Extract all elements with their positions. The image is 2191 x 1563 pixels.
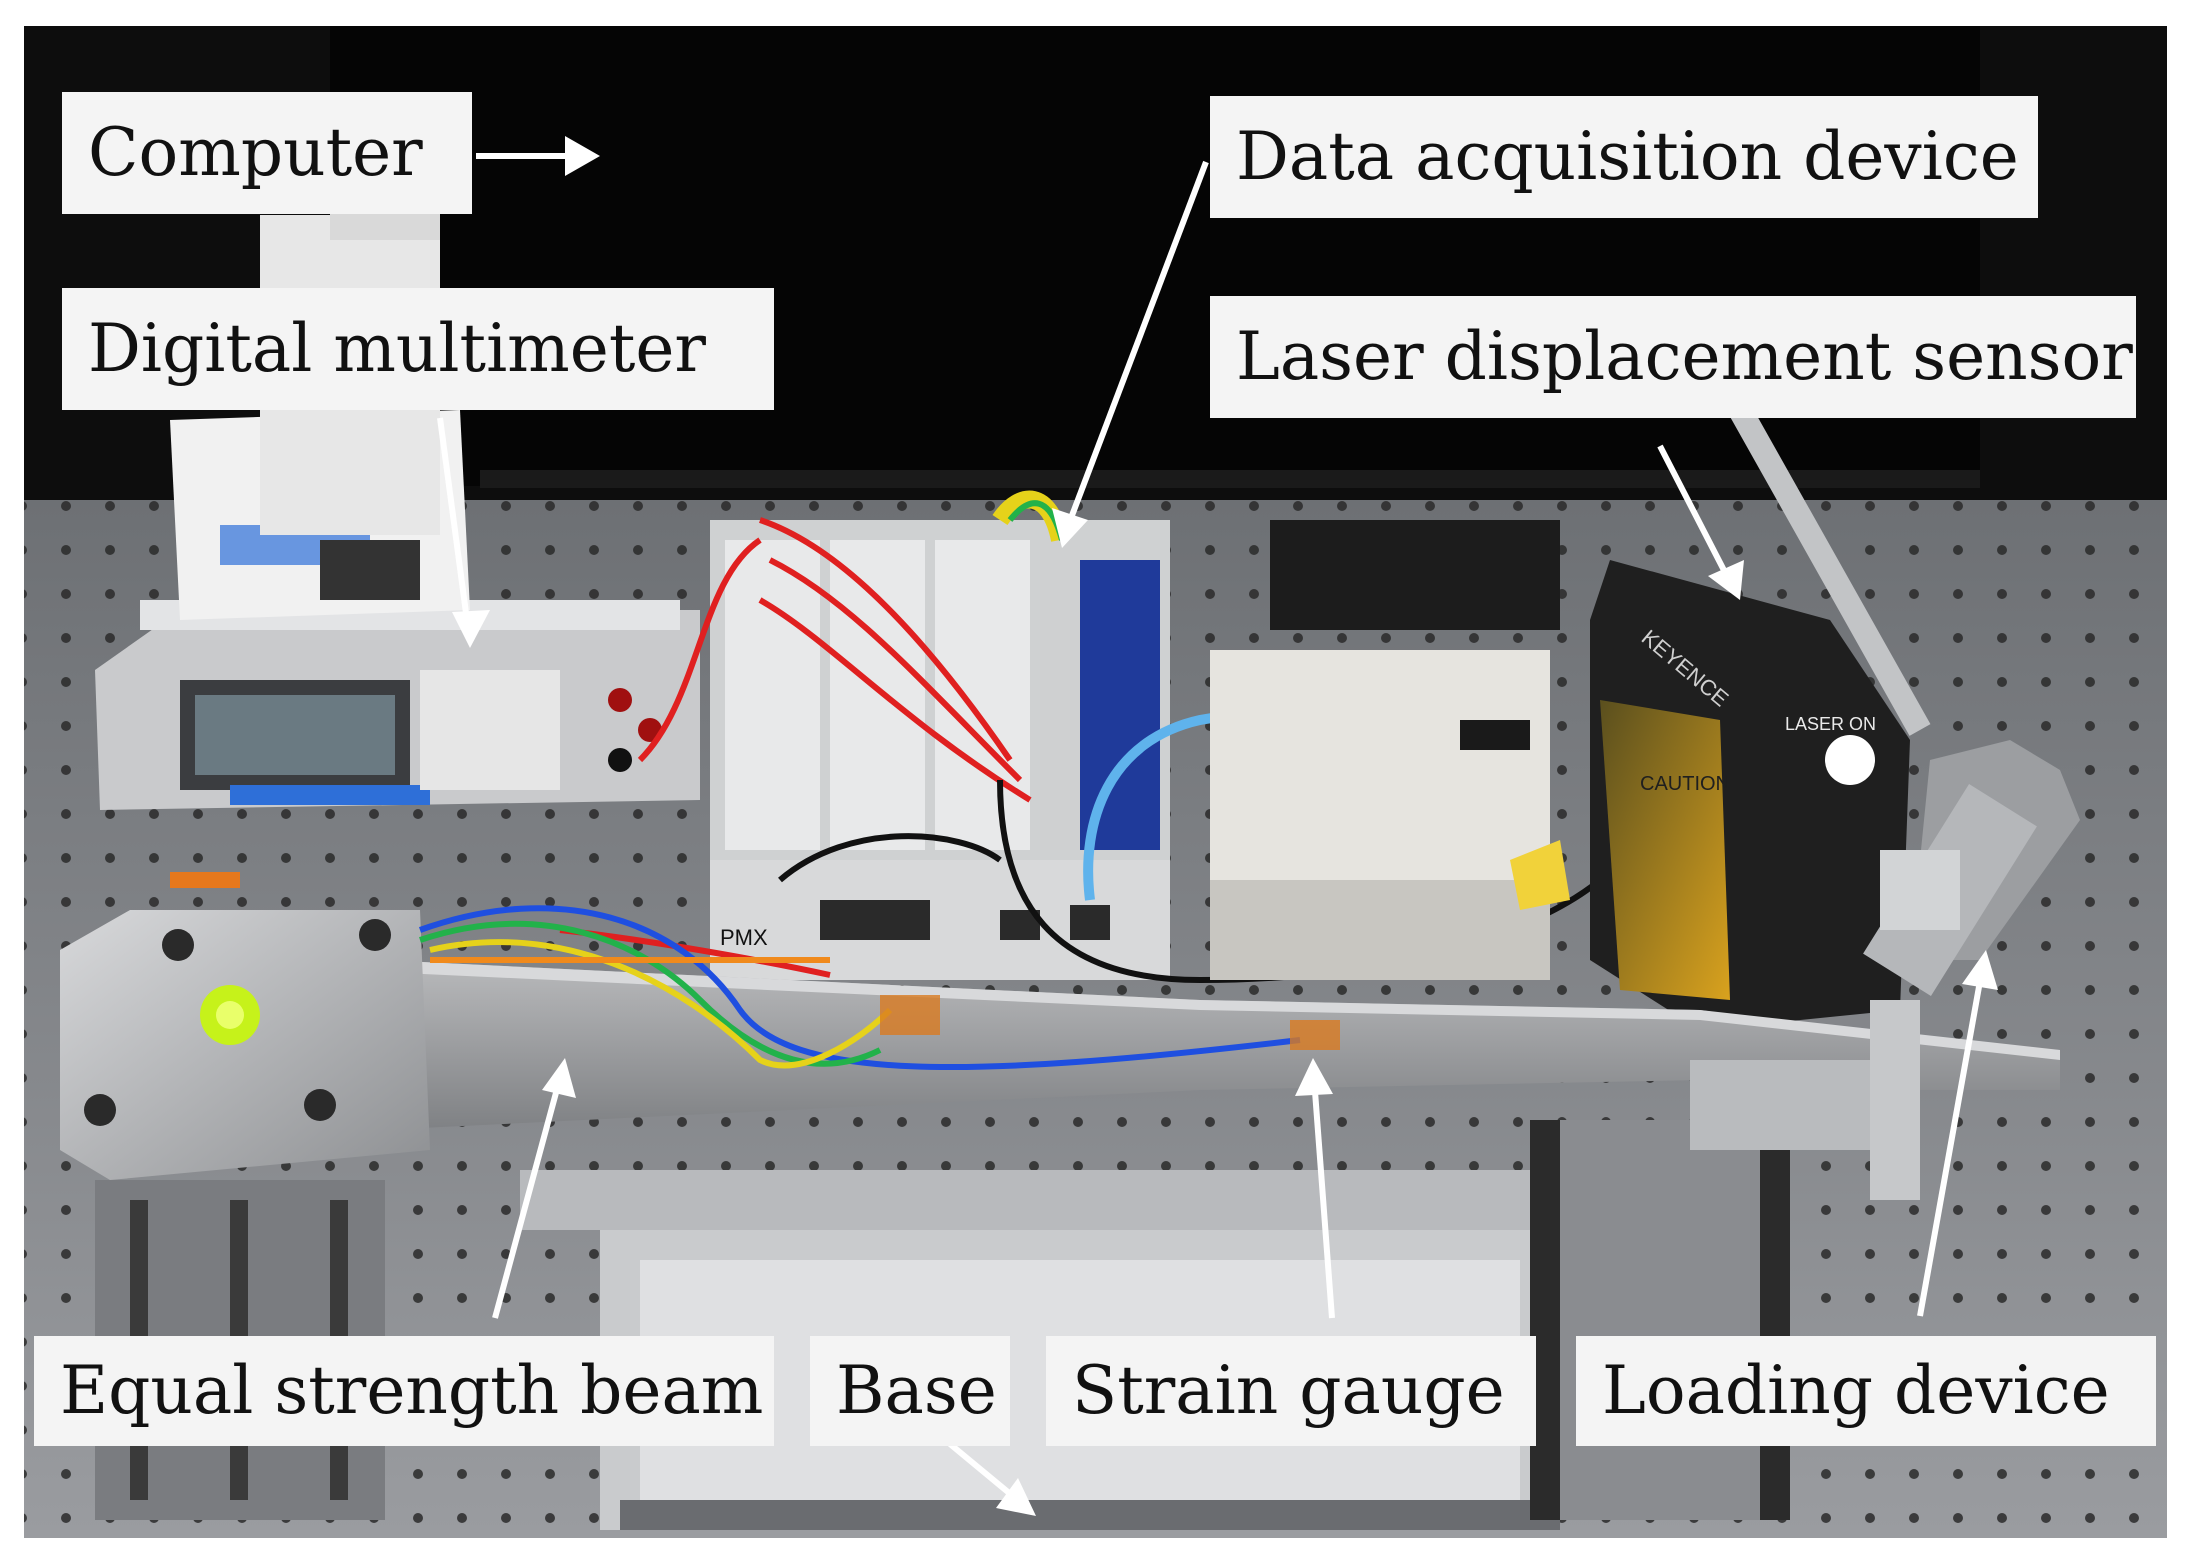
- heatsink: [1270, 520, 1560, 630]
- yellow-tape: [1510, 840, 1570, 910]
- caution-marking: CAUTION: [1640, 773, 1730, 795]
- sensor-controller: [1210, 650, 1550, 980]
- right-clamp-post: [1870, 1000, 1920, 1200]
- right-clamp: [1690, 1060, 1890, 1150]
- label-laser-displacement-sensor: Laser displacement sensor: [1210, 296, 2136, 418]
- label-loading-device: Loading device: [1576, 1336, 2156, 1446]
- strain-gauge-b: [1290, 1020, 1340, 1050]
- label-digital-multimeter: Digital multimeter: [62, 288, 774, 410]
- label-equal-strength-beam: Equal strength beam: [34, 1336, 774, 1446]
- base-slot: [620, 1500, 1560, 1530]
- label-base: Base: [810, 1336, 1010, 1446]
- label-computer: Computer: [62, 92, 472, 214]
- equal-strength-beam: [380, 960, 2060, 1130]
- strain-gauge-wires: [418, 905, 1301, 1071]
- beam-top-edge: [380, 960, 2060, 1060]
- monitor-bezel: [480, 470, 1980, 488]
- label-strain-gauge: Strain gauge: [1046, 1336, 1536, 1446]
- laser-sensor-head: LASER ON CAUTION KEYENCE: [1590, 560, 1910, 1030]
- label-data-acquisition-device: Data acquisition device: [1210, 96, 2038, 218]
- strain-gauge-a: [880, 995, 940, 1035]
- annotation-arrows: [437, 136, 1998, 1516]
- right-support-face: [1560, 1120, 1760, 1520]
- micrometer: [1863, 740, 2080, 997]
- base-rail-top: [520, 1170, 1640, 1230]
- red-wires: [559, 517, 1032, 978]
- sensor-mount-rod: [1729, 404, 1931, 736]
- data-acquisition-chassis: PMX: [710, 520, 1170, 980]
- laser-on-marking: LASER ON: [1785, 714, 1876, 734]
- left-clamp: [60, 910, 430, 1180]
- pmx-marking: PMX: [720, 925, 768, 950]
